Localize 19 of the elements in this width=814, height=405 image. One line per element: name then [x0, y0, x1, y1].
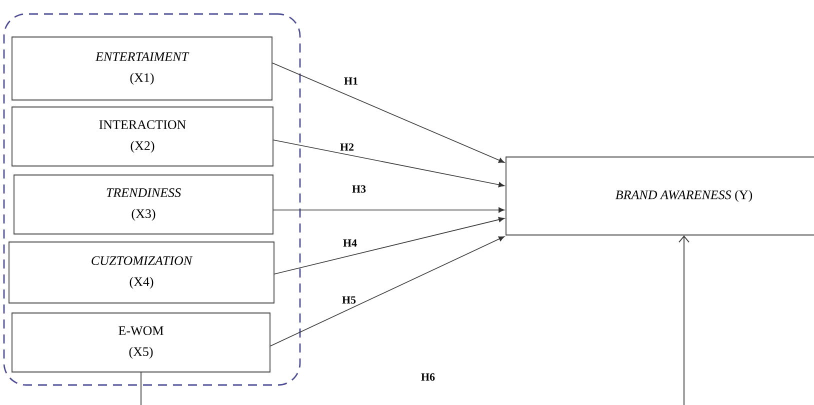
- arrow: [273, 207, 504, 213]
- factor-box: TRENDINESS (X3): [14, 174, 274, 234]
- outcome-box: BRAND AWARENESS (Y): [506, 156, 814, 236]
- edge-label: H1: [344, 77, 358, 85]
- factor-box: CUZTOMIZATION (X4): [8, 242, 274, 304]
- arrow: [270, 236, 505, 346]
- edge-label: H3: [352, 185, 366, 193]
- arrow: [274, 216, 505, 274]
- group-frame: [3, 13, 301, 386]
- factor-box: INTERACTION (X2): [12, 106, 274, 166]
- edge-label: H2: [340, 143, 354, 151]
- edge-label: H4: [343, 239, 357, 247]
- edge-label: H5: [342, 296, 356, 304]
- arrow: [140, 235, 690, 405]
- arrow: [273, 140, 505, 188]
- factor-box: ENTERTAIMENT (X1): [12, 36, 272, 100]
- arrow: [272, 62, 505, 163]
- edge-label: H6: [421, 373, 435, 381]
- factor-box: E-WOM (X5): [12, 312, 270, 372]
